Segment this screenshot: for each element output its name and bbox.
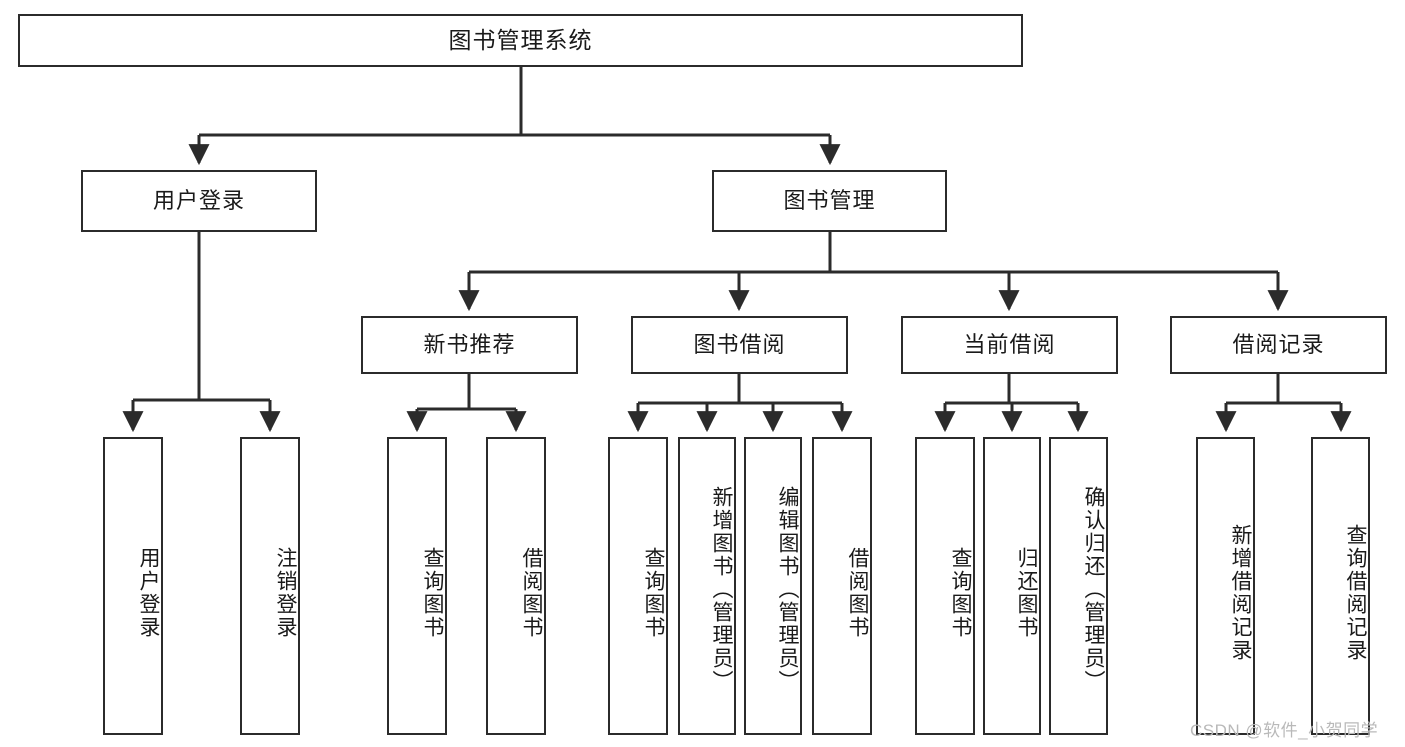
node-leaf-query-book-borrow[interactable]: 查询图书 <box>608 437 668 735</box>
node-borrow-records[interactable]: 借阅记录 <box>1170 316 1387 374</box>
csdn-watermark: CSDN @软件_小贺同学 <box>1190 721 1379 740</box>
node-leaf-add-book[interactable]: 新增图书（管理员） <box>678 437 736 735</box>
node-user-login[interactable]: 用户登录 <box>81 170 317 232</box>
node-leaf-edit-book[interactable]: 编辑图书（管理员） <box>744 437 802 735</box>
node-leaf-query-borrow-record[interactable]: 查询借阅记录 <box>1311 437 1370 735</box>
node-leaf-borrow-book[interactable]: 借阅图书 <box>812 437 872 735</box>
node-new-book-recommend[interactable]: 新书推荐 <box>361 316 578 374</box>
node-book-management[interactable]: 图书管理 <box>712 170 947 232</box>
node-root[interactable]: 图书管理系统 <box>18 14 1023 67</box>
node-leaf-user-logout[interactable]: 注销登录 <box>240 437 300 735</box>
node-leaf-query-book-recommend[interactable]: 查询图书 <box>387 437 447 735</box>
node-current-borrow[interactable]: 当前借阅 <box>901 316 1118 374</box>
node-book-borrow[interactable]: 图书借阅 <box>631 316 848 374</box>
node-leaf-borrow-book-recommend[interactable]: 借阅图书 <box>486 437 546 735</box>
node-leaf-return-book[interactable]: 归还图书 <box>983 437 1041 735</box>
node-leaf-query-book-current[interactable]: 查询图书 <box>915 437 975 735</box>
node-leaf-confirm-return[interactable]: 确认归还（管理员） <box>1049 437 1108 735</box>
node-leaf-add-borrow-record[interactable]: 新增借阅记录 <box>1196 437 1255 735</box>
node-leaf-user-login[interactable]: 用户登录 <box>103 437 163 735</box>
